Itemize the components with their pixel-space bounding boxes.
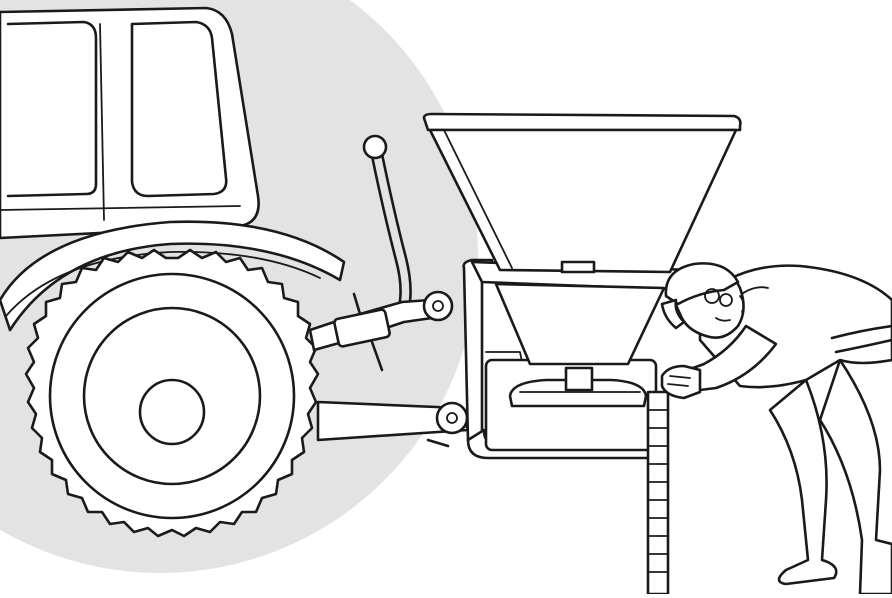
rear-wheel <box>24 248 320 538</box>
hopper <box>422 112 742 366</box>
lever-knob-icon <box>362 134 388 160</box>
measuring-staff <box>646 390 670 596</box>
tractor-cab <box>0 6 260 240</box>
wheel-hub-icon <box>138 378 206 446</box>
fender <box>0 220 346 332</box>
lift-lever <box>362 134 412 314</box>
operator-figure <box>660 262 892 596</box>
